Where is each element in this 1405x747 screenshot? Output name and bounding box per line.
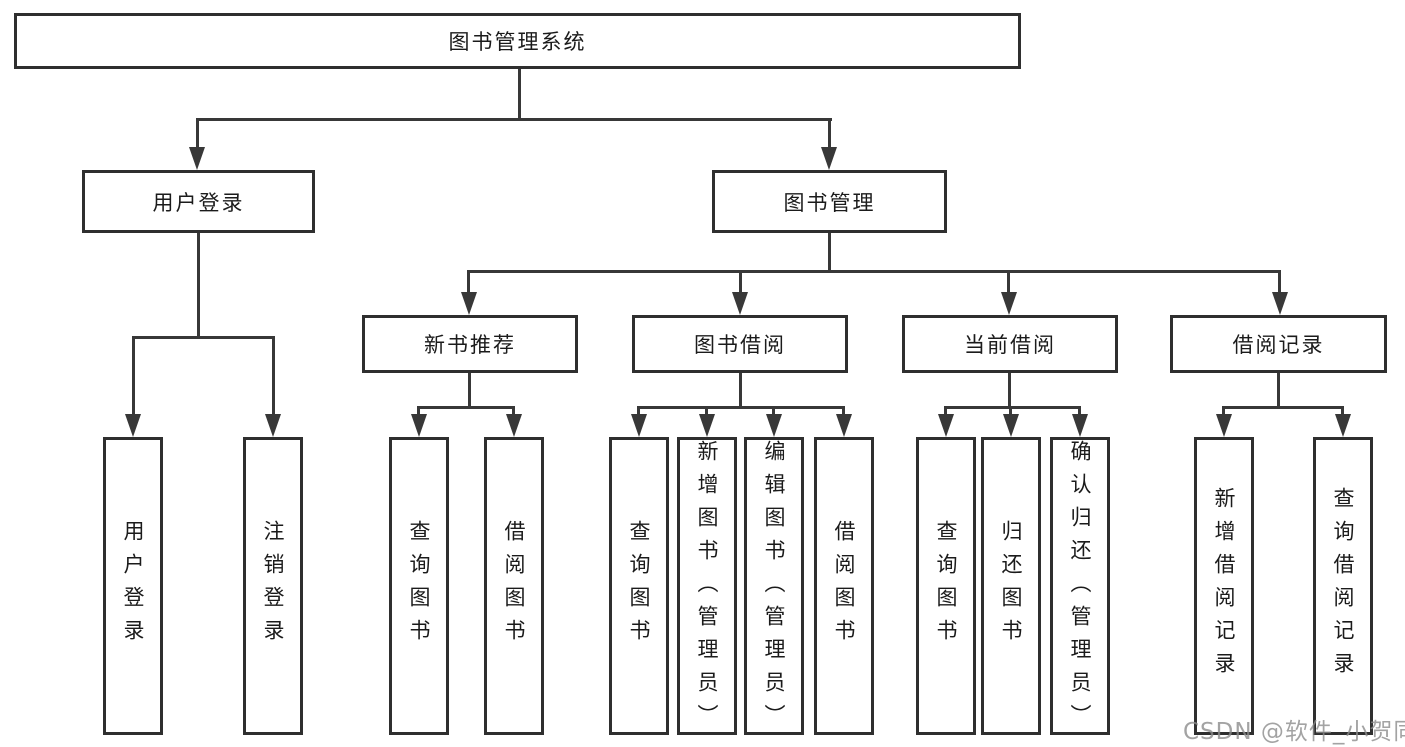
connector-drop-leaf <box>842 406 845 414</box>
node-borrowing-records: 借阅记录 <box>1170 315 1387 373</box>
connector-root-stem <box>518 69 521 118</box>
arrowhead-down-icon <box>265 414 281 437</box>
connector-drop-leaf <box>417 406 420 414</box>
connector-drop-leaf <box>705 406 708 414</box>
connector-group2-stem <box>739 373 742 406</box>
leaf-user-login: 用户登录 <box>103 437 163 735</box>
leaf-add-borrow-record: 新增借阅记录 <box>1194 437 1254 735</box>
leaf-borrow-books-recommendation: 借阅图书 <box>484 437 544 735</box>
leaf-query-books-current: 查询图书 <box>916 437 976 735</box>
csdn-watermark: CSDN @软件_小贺同学 <box>1183 719 1405 745</box>
leaf-return-books: 归还图书 <box>981 437 1041 735</box>
arrowhead-down-icon <box>1072 414 1088 437</box>
arrowhead-down-icon <box>938 414 954 437</box>
connector-user-login-branch <box>132 336 275 339</box>
connector-drop-user-login <box>196 118 199 148</box>
connector-group2-branch <box>637 406 845 409</box>
connector-drop-leaf <box>512 406 515 414</box>
leaf-query-books-borrowing: 查询图书 <box>609 437 669 735</box>
connector-user-login-stem <box>197 233 200 336</box>
connector-book-management-stem <box>828 233 831 270</box>
connector-drop-leaf <box>944 406 947 414</box>
connector-drop-leaf <box>772 406 775 414</box>
node-new-book-recommendation: 新书推荐 <box>362 315 578 373</box>
arrowhead-down-icon <box>699 414 715 437</box>
node-book-borrowing: 图书借阅 <box>632 315 848 373</box>
leaf-confirm-return-admin: 确认归还（管理员） <box>1050 437 1110 737</box>
connector-drop-level3 <box>467 270 470 292</box>
connector-drop-leaf <box>1222 406 1225 414</box>
connector-group3-branch <box>944 406 1081 409</box>
leaf-query-borrow-record: 查询借阅记录 <box>1313 437 1373 735</box>
connector-drop-level3 <box>739 270 742 292</box>
arrowhead-down-icon <box>631 414 647 437</box>
node-book-management: 图书管理 <box>712 170 947 233</box>
leaf-query-books-recommendation: 查询图书 <box>389 437 449 735</box>
connector-level3-branch <box>467 270 1281 273</box>
connector-drop-leaf <box>1009 406 1012 414</box>
arrowhead-down-icon <box>1003 414 1019 437</box>
connector-drop-leaf <box>1341 406 1344 414</box>
arrowhead-down-icon <box>125 414 141 437</box>
connector-drop-leaf <box>1078 406 1081 414</box>
connector-drop-book-management <box>828 118 831 148</box>
connector-drop-level3 <box>1278 270 1281 292</box>
leaf-borrow-books-borrowing: 借阅图书 <box>814 437 874 735</box>
connector-group4-branch <box>1222 406 1344 409</box>
connector-group1-branch <box>417 406 515 409</box>
connector-drop-leaf <box>132 336 135 414</box>
arrowhead-down-icon <box>821 147 837 170</box>
arrowhead-down-icon <box>189 147 205 170</box>
leaf-add-books-admin: 新增图书（管理员） <box>677 437 737 737</box>
arrowhead-down-icon <box>766 414 782 437</box>
node-current-borrowing: 当前借阅 <box>902 315 1118 373</box>
connector-level2-branch <box>196 118 832 121</box>
connector-drop-leaf <box>637 406 640 414</box>
arrowhead-down-icon <box>732 292 748 315</box>
arrowhead-down-icon <box>1216 414 1232 437</box>
arrowhead-down-icon <box>506 414 522 437</box>
connector-group3-stem <box>1008 373 1011 406</box>
arrowhead-down-icon <box>1001 292 1017 315</box>
arrowhead-down-icon <box>411 414 427 437</box>
leaf-edit-books-admin: 编辑图书（管理员） <box>744 437 804 737</box>
node-library-management-system: 图书管理系统 <box>14 13 1021 69</box>
connector-drop-leaf <box>272 336 275 414</box>
connector-drop-level3 <box>1007 270 1010 292</box>
leaf-logout: 注销登录 <box>243 437 303 735</box>
connector-group4-stem <box>1277 373 1280 406</box>
arrowhead-down-icon <box>461 292 477 315</box>
arrowhead-down-icon <box>1272 292 1288 315</box>
connector-group1-stem <box>468 373 471 406</box>
arrowhead-down-icon <box>836 414 852 437</box>
arrowhead-down-icon <box>1335 414 1351 437</box>
node-user-login: 用户登录 <box>82 170 315 233</box>
